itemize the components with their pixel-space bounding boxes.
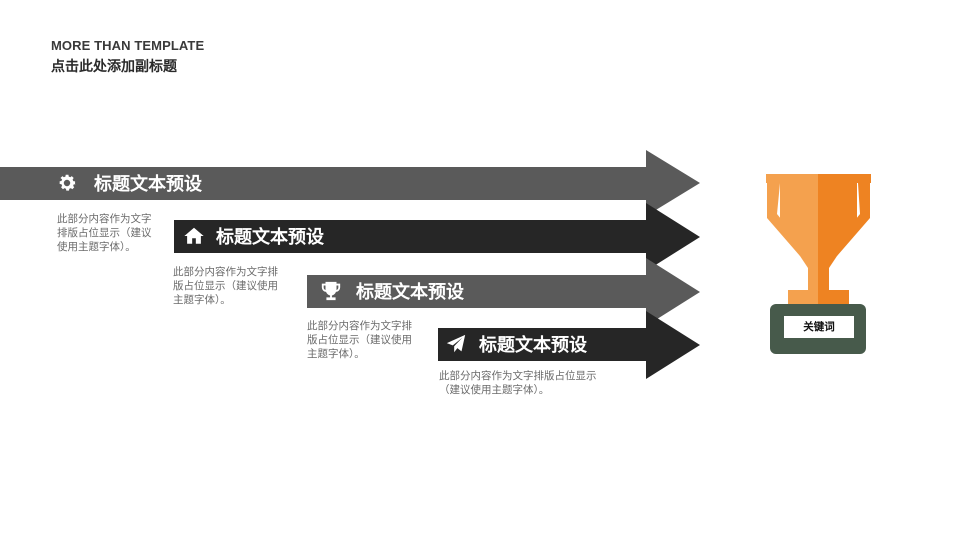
arrow-step-2 <box>174 203 700 271</box>
arrow-step-1 <box>0 150 700 216</box>
trophy-handle-left <box>767 183 806 256</box>
arrow-step-3 <box>307 258 700 326</box>
trophy-icon <box>321 281 341 301</box>
step-3-title: 标题文本预设 <box>356 282 464 303</box>
paper-plane-icon <box>446 334 466 353</box>
step-2-title: 标题文本预设 <box>216 227 324 248</box>
arrow-step-4 <box>438 311 700 379</box>
gear-icon <box>59 174 76 191</box>
trophy-handle-right <box>831 183 870 256</box>
step-4-description: 此部分内容作为文字排版占位显示（建议使用主题字体）。 <box>439 370 597 396</box>
step-1-title: 标题文本预设 <box>94 174 202 195</box>
step-3-description: 此部分内容作为文字排版占位显示（建议使用主题字体）。 <box>307 320 412 360</box>
step-1-description: 此部分内容作为文字排版占位显示（建议使用主题字体）。 <box>57 213 152 253</box>
keyword-label: 关键词 <box>784 316 854 338</box>
page-title: MORE THAN TEMPLATE <box>51 38 205 53</box>
step-2-description: 此部分内容作为文字排版占位显示（建议使用主题字体）。 <box>173 266 278 306</box>
step-4-title: 标题文本预设 <box>479 335 587 356</box>
home-icon <box>184 227 204 244</box>
page-subtitle: 点击此处添加副标题 <box>51 58 177 74</box>
